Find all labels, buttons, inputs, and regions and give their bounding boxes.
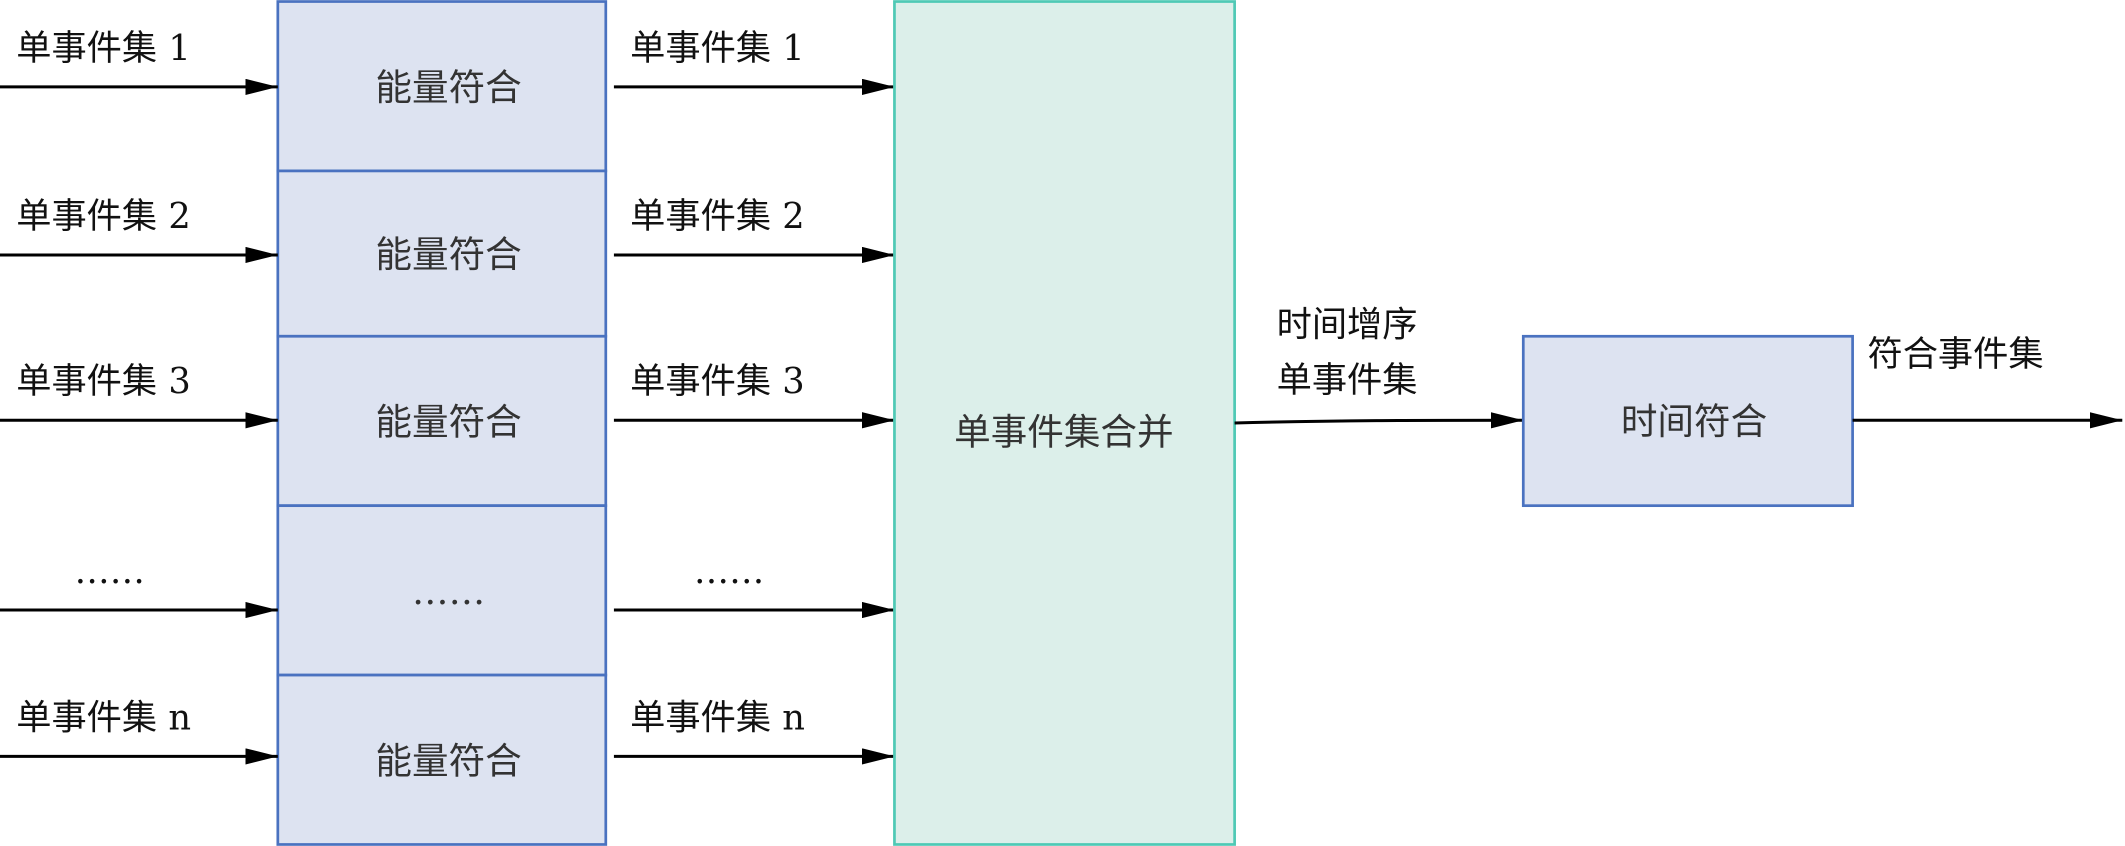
energy-block-label: 能量符合	[375, 233, 521, 276]
output-label: 单事件集 2	[630, 196, 804, 237]
energy-coincidence-block	[276, 0, 608, 173]
energy-coincidence-block	[276, 169, 608, 338]
energy-coincidence-block	[276, 673, 608, 846]
input-label: ……	[75, 551, 145, 592]
merge-block	[893, 0, 1236, 846]
time-coincidence-block	[1521, 334, 1854, 508]
output-label: 单事件集 1	[630, 28, 804, 69]
input-label: 单事件集 1	[16, 28, 190, 69]
merge-block-label: 单事件集合并	[954, 411, 1173, 454]
input-label: 单事件集 3	[16, 361, 190, 402]
energy-block-label: 能量符合	[375, 401, 521, 444]
energy-block-label: ……	[412, 570, 485, 613]
output-label: 单事件集 3	[630, 361, 804, 402]
output-label: ……	[694, 551, 764, 592]
final-output-label: 符合事件集	[1868, 334, 2044, 375]
input-label: 单事件集 n	[16, 697, 191, 738]
merge-to-time-arrow	[1234, 412, 1524, 429]
sorted-label-line2: 单事件集	[1277, 360, 1418, 401]
energy-block-label: 能量符合	[375, 66, 521, 109]
energy-coincidence-block	[276, 334, 608, 508]
time-coincidence-label: 时间符合	[1621, 400, 1767, 443]
input-label: 单事件集 2	[16, 196, 190, 237]
output-label: 单事件集 n	[630, 697, 805, 738]
sorted-label-line1: 时间增序	[1277, 304, 1418, 345]
energy-coincidence-block	[276, 504, 608, 677]
energy-block-label: 能量符合	[375, 739, 521, 782]
